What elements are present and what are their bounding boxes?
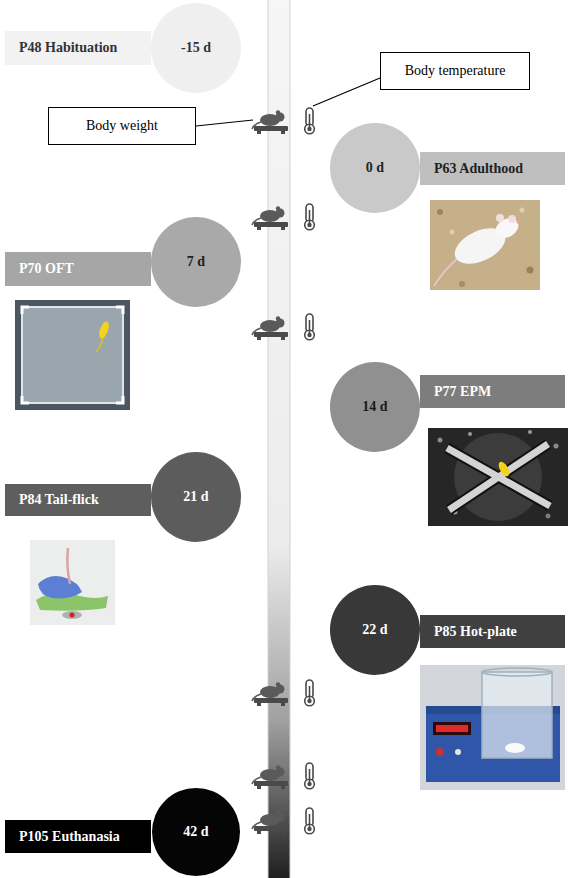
node-label: Body temperature <box>405 63 506 79</box>
timeline-bar <box>268 0 290 878</box>
circle-fill <box>151 452 241 542</box>
cylinder-rim <box>482 668 552 676</box>
mouse-nose <box>516 220 519 223</box>
mouse-ear <box>508 215 516 223</box>
day-circle: 22 d <box>330 585 420 675</box>
node-label: P84 Tail-flick <box>19 492 99 508</box>
node-label: P48 Habituation <box>19 40 117 56</box>
weight-temperature-icon <box>252 763 314 789</box>
photo-ground <box>428 428 568 526</box>
mouse-marker <box>97 320 111 340</box>
photo-ground <box>420 665 565 790</box>
bedding-speck <box>459 281 465 287</box>
node-label: Body weight <box>86 118 158 134</box>
bedding-speck <box>437 209 443 215</box>
mouse-ear <box>496 214 504 222</box>
hot-plate-photo <box>420 665 565 790</box>
mouse-marker <box>497 460 512 478</box>
node-label: 0 d <box>366 160 384 176</box>
stage-box: P63 Adulthood <box>420 152 565 185</box>
node-label: 22 d <box>362 622 387 638</box>
day-circle: -15 d <box>151 3 241 93</box>
arena-floor <box>22 307 123 403</box>
bedding-speck <box>450 230 455 235</box>
weight-temperature-icon <box>252 808 314 834</box>
node-label: P70 OFT <box>19 261 74 277</box>
corner-mark <box>22 307 29 314</box>
circle-fill <box>152 788 240 876</box>
corner-mark <box>116 396 123 403</box>
tail-flick-photo <box>30 540 115 625</box>
day-circle: 14 d <box>330 362 420 452</box>
node-label: P77 EPM <box>434 384 491 400</box>
weight-temperature-icon <box>252 108 314 134</box>
photo-ground <box>30 540 115 625</box>
day-circle: 21 d <box>151 452 241 542</box>
bedding-speck <box>527 267 534 274</box>
gravel <box>528 430 532 434</box>
day-circle: 7 d <box>151 217 241 307</box>
photo-ground <box>15 300 130 410</box>
mouse-tail <box>434 258 458 286</box>
weight-temperature-icon <box>252 204 314 230</box>
corner-mark <box>116 307 123 314</box>
stage-box: P84 Tail-flick <box>5 484 151 516</box>
callout-box: Body temperature <box>380 52 530 90</box>
lamp-spot <box>70 613 75 618</box>
circle-fill <box>330 362 420 452</box>
mouse-body <box>505 743 525 753</box>
node-label: 42 d <box>183 824 208 840</box>
display <box>433 722 471 735</box>
glove <box>38 576 82 598</box>
gravel <box>438 438 443 443</box>
day-circle: 0 d <box>330 123 420 213</box>
weight-temperature-icon <box>252 680 314 706</box>
mouse-photo <box>430 200 540 290</box>
knob <box>436 748 444 756</box>
open-field-photo <box>15 300 130 410</box>
elevated-plus-maze-photo <box>428 428 568 526</box>
mouse-head <box>492 214 522 242</box>
stage-box: P70 OFT <box>5 252 151 286</box>
node-label: 14 d <box>362 399 387 415</box>
knob <box>455 749 461 755</box>
mouse-tail <box>67 548 70 584</box>
stage-box: P105 Euthanasia <box>5 820 151 853</box>
node-label: -15 d <box>181 40 211 56</box>
node-label: P63 Adulthood <box>434 161 523 177</box>
bedding-speck <box>520 208 525 213</box>
gravel <box>468 432 472 436</box>
maze-arm <box>449 444 548 510</box>
node-label: 21 d <box>183 489 208 505</box>
node-label: 7 d <box>187 254 205 270</box>
glass-cylinder <box>482 672 552 758</box>
leader-line <box>313 78 380 106</box>
gravel <box>554 444 559 449</box>
circle-fill <box>151 217 241 307</box>
bedding <box>430 200 540 290</box>
lamp-window <box>62 611 82 619</box>
stage-box: P85 Hot-plate <box>420 615 565 648</box>
callout-box: Body weight <box>48 107 196 145</box>
leader-line <box>196 120 253 126</box>
gravel <box>546 514 551 519</box>
circle-fill <box>151 3 241 93</box>
circle-fill <box>330 585 420 675</box>
display-digits <box>436 725 468 732</box>
stage-box: P48 Habituation <box>5 31 151 65</box>
mouse-tail <box>96 338 103 352</box>
node-label: P105 Euthanasia <box>19 829 120 845</box>
node-label: P85 Hot-plate <box>434 624 517 640</box>
weight-temperature-icon <box>252 314 314 340</box>
day-circle: 42 d <box>152 788 240 876</box>
corner-mark <box>22 396 29 403</box>
stage-box: P77 EPM <box>420 375 565 408</box>
circle-fill <box>330 123 420 213</box>
